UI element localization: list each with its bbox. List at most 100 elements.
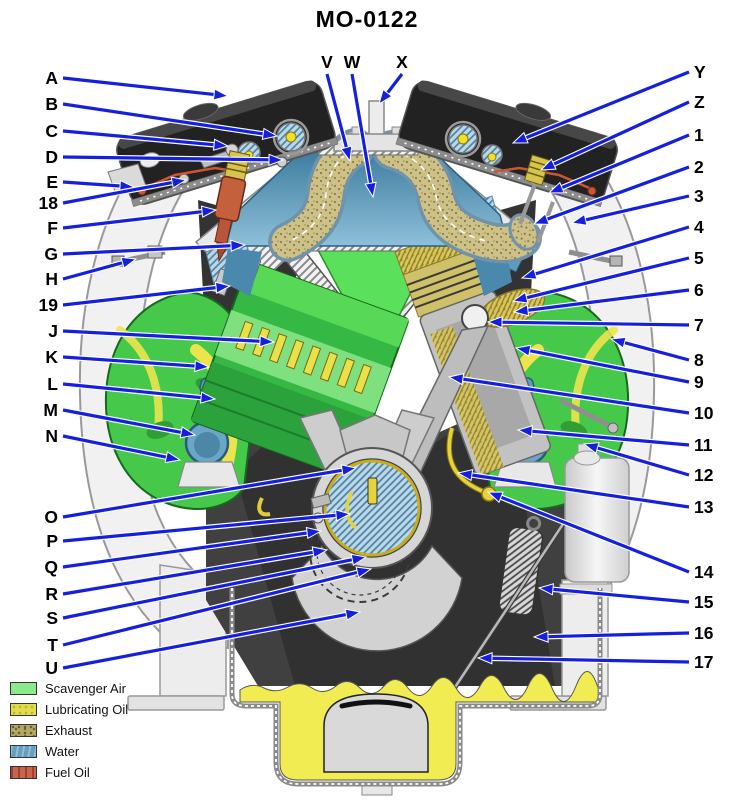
oil-sump — [229, 588, 603, 796]
callout-label: N — [45, 426, 58, 446]
callout-leader-line — [622, 340, 690, 362]
callout-arrowhead-icon — [532, 213, 550, 225]
callout-arrowhead-icon — [582, 442, 600, 455]
callout-leader-line — [62, 102, 266, 136]
callout-leader-line — [62, 382, 204, 400]
legend-item-exhaust: Exhaust — [10, 722, 128, 738]
exhaust-swatch — [10, 723, 37, 737]
callout-leader-line — [533, 225, 690, 277]
callout-leader-line — [62, 209, 205, 230]
callout-arrowhead-icon — [476, 652, 493, 665]
callout-arrowhead-icon — [212, 88, 230, 101]
callout-label: 11 — [694, 435, 713, 455]
water-swatch — [10, 744, 37, 758]
callout-leader-line — [62, 155, 272, 162]
callout-leader-line — [62, 243, 234, 256]
callout-label: Q — [44, 557, 58, 577]
callout-label: 13 — [694, 497, 714, 517]
callout-arrowhead-icon — [120, 256, 138, 269]
callout-label: U — [45, 658, 58, 678]
callout-3: 3 — [570, 186, 704, 226]
legend-label: Exhaust — [45, 722, 92, 738]
callout-O: O — [44, 464, 358, 527]
callout-R: R — [45, 546, 329, 604]
callout-leader-line — [62, 468, 345, 519]
callout-arrowhead-icon — [447, 372, 465, 386]
callout-W: W — [344, 52, 377, 199]
callout-arrowhead-icon — [520, 267, 538, 280]
callout-arrowhead-icon — [511, 131, 529, 144]
callout-leader-line — [62, 408, 184, 435]
callout-S: S — [46, 553, 368, 628]
legend-label: Lubricating Oil — [45, 701, 129, 717]
callout-D: D — [45, 147, 285, 167]
callout-leader-line — [325, 73, 349, 150]
callout-A: A — [45, 68, 230, 101]
callout-18: 18 — [39, 176, 188, 213]
callout-label: T — [47, 635, 58, 655]
legend-label: Water — [45, 743, 80, 759]
callout-label: J — [48, 321, 58, 341]
callout-leader-line — [527, 348, 690, 384]
callout-7: 7 — [486, 315, 704, 335]
callout-9: 9 — [514, 344, 704, 392]
drain-plug — [361, 785, 393, 796]
callout-label: X — [396, 52, 408, 72]
callout-arrowhead-icon — [609, 336, 627, 349]
callout-arrowhead-icon — [516, 425, 533, 438]
callout-label: P — [46, 531, 58, 551]
callout-leader-line — [523, 70, 690, 140]
callout-F: F — [47, 205, 218, 238]
callout-arrowhead-icon — [456, 468, 474, 482]
callout-arrowhead-icon — [170, 176, 188, 189]
callout-label: 17 — [694, 652, 713, 672]
callout-arrowhead-icon — [350, 553, 368, 566]
callout-label: 2 — [694, 157, 704, 177]
callout-leader-line — [525, 288, 690, 313]
callout-arrowhead-icon — [214, 281, 232, 294]
legend-item-lubricating-oil: Lubricating Oil — [10, 701, 129, 717]
callout-leader-line — [62, 180, 123, 188]
callout-label: 4 — [694, 217, 704, 237]
callout-label: A — [45, 68, 58, 88]
callout-label: M — [43, 400, 58, 420]
callout-label: E — [46, 172, 58, 192]
callout-U: U — [45, 608, 362, 678]
legend-item-scavenger-air: Scavenger Air — [10, 681, 128, 696]
callout-arrowhead-icon — [511, 291, 529, 304]
legend-label: Fuel Oil — [45, 764, 90, 780]
callout-leader-line — [385, 73, 404, 96]
callout-M: M — [43, 400, 197, 439]
callout-leader-line — [62, 550, 316, 596]
callout-arrowhead-icon — [344, 608, 362, 621]
callout-T: T — [47, 566, 373, 655]
callout-leader-line — [550, 587, 690, 604]
callout-leader-line — [62, 260, 125, 281]
callout-E: E — [46, 172, 136, 193]
callout-arrowhead-icon — [486, 491, 504, 504]
callout-arrowhead-icon — [532, 630, 549, 643]
callout-V: V — [321, 52, 353, 163]
exhaust-duct-right — [372, 130, 542, 264]
callout-label: W — [344, 52, 361, 72]
callout-label: V — [321, 52, 333, 72]
lubricating-oil-swatch — [10, 702, 37, 716]
callout-label: Z — [694, 92, 705, 112]
callout-Z: Z — [539, 92, 705, 171]
exhaust-duct-left — [268, 128, 375, 262]
callout-12: 12 — [582, 442, 714, 485]
callout-label: 1 — [694, 125, 704, 145]
crankpin-bearing — [323, 459, 421, 557]
callout-14: 14 — [486, 491, 714, 582]
fuel-oil-swatch — [10, 765, 37, 779]
callout-arrowhead-icon — [334, 509, 352, 522]
callout-arrowhead-icon — [364, 181, 377, 199]
callout-5: 5 — [511, 248, 704, 304]
callout-arrowhead-icon — [212, 138, 230, 151]
callout-label: 7 — [694, 315, 704, 335]
callout-leader-line — [62, 285, 219, 307]
color-legend: Scavenger Air Lubricating Oil Exhaust Wa… — [10, 681, 129, 780]
callout-label: 19 — [39, 295, 59, 315]
callout-X: X — [378, 52, 408, 106]
